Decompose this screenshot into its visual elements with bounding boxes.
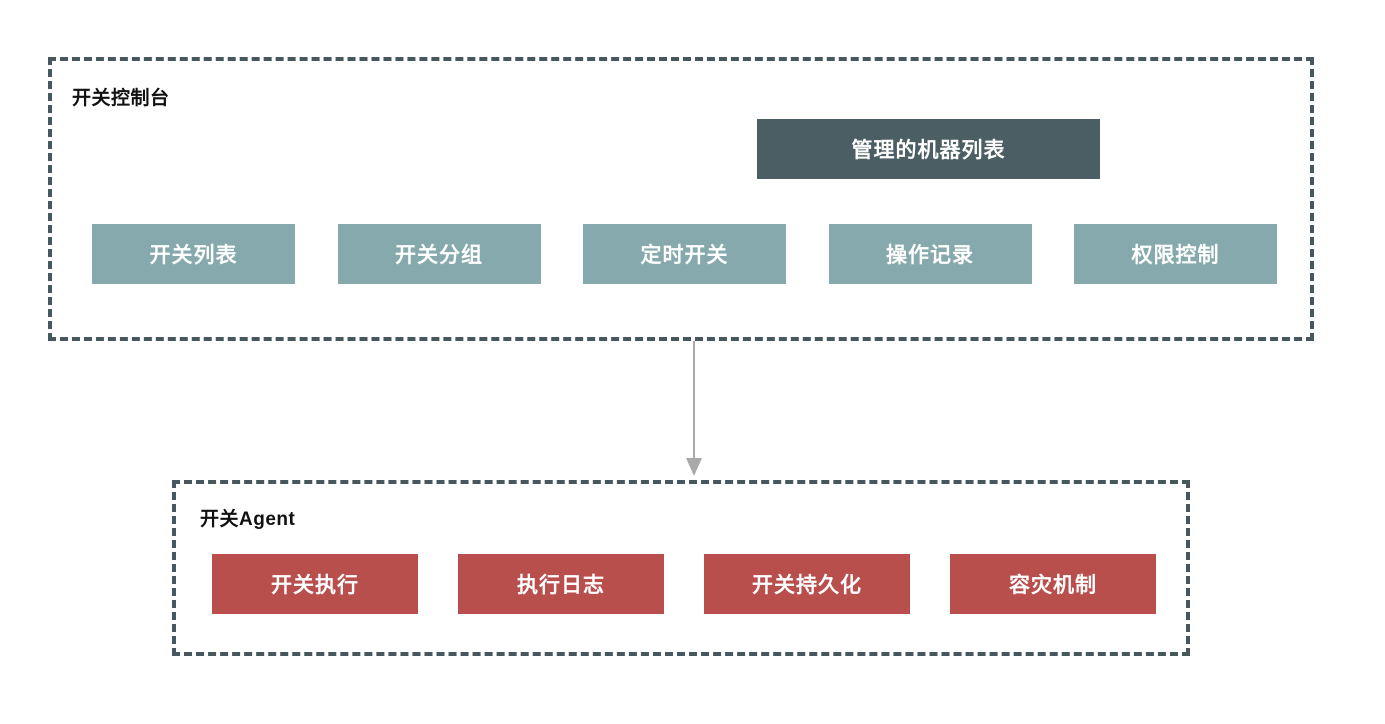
switch-execute-box: 开关执行 xyxy=(212,554,418,614)
agent-container: 开关Agent 开关执行 执行日志 开关持久化 容灾机制 xyxy=(172,480,1190,656)
operation-record-label: 操作记录 xyxy=(886,244,974,267)
switch-persistence-label: 开关持久化 xyxy=(752,574,862,597)
timed-switch-box: 定时开关 xyxy=(583,224,786,284)
arrow-down-head-icon xyxy=(686,458,702,476)
execution-log-label: 执行日志 xyxy=(517,574,605,597)
operation-record-box: 操作记录 xyxy=(828,224,1032,284)
switch-persistence-box: 开关持久化 xyxy=(704,554,910,614)
console-container: 开关控制台 管理的机器列表 开关列表 开关分组 定时开关 操作记录 权限控制 xyxy=(48,57,1314,341)
switch-list-box: 开关列表 xyxy=(92,224,295,284)
managed-machine-list-box: 管理的机器列表 xyxy=(757,119,1100,179)
permission-control-label: 权限控制 xyxy=(1131,244,1220,267)
switch-execute-label: 开关执行 xyxy=(271,574,359,597)
disaster-recovery-label: 容灾机制 xyxy=(1009,574,1097,597)
agent-label: 开关Agent xyxy=(200,509,296,530)
disaster-recovery-box: 容灾机制 xyxy=(950,554,1156,614)
arrow-line xyxy=(693,341,695,460)
agent-module-row: 开关执行 执行日志 开关持久化 容灾机制 xyxy=(212,554,1156,614)
switch-group-box: 开关分组 xyxy=(337,224,541,284)
managed-machine-list-label: 管理的机器列表 xyxy=(851,139,1006,162)
timed-switch-label: 定时开关 xyxy=(640,244,729,267)
switch-list-label: 开关列表 xyxy=(149,244,238,267)
permission-control-box: 权限控制 xyxy=(1074,224,1277,284)
execution-log-box: 执行日志 xyxy=(458,554,664,614)
console-label: 开关控制台 xyxy=(72,88,170,109)
console-module-row: 开关列表 开关分组 定时开关 操作记录 权限控制 xyxy=(92,224,1277,284)
switch-group-label: 开关分组 xyxy=(395,244,483,267)
console-to-agent-arrow xyxy=(686,341,702,476)
